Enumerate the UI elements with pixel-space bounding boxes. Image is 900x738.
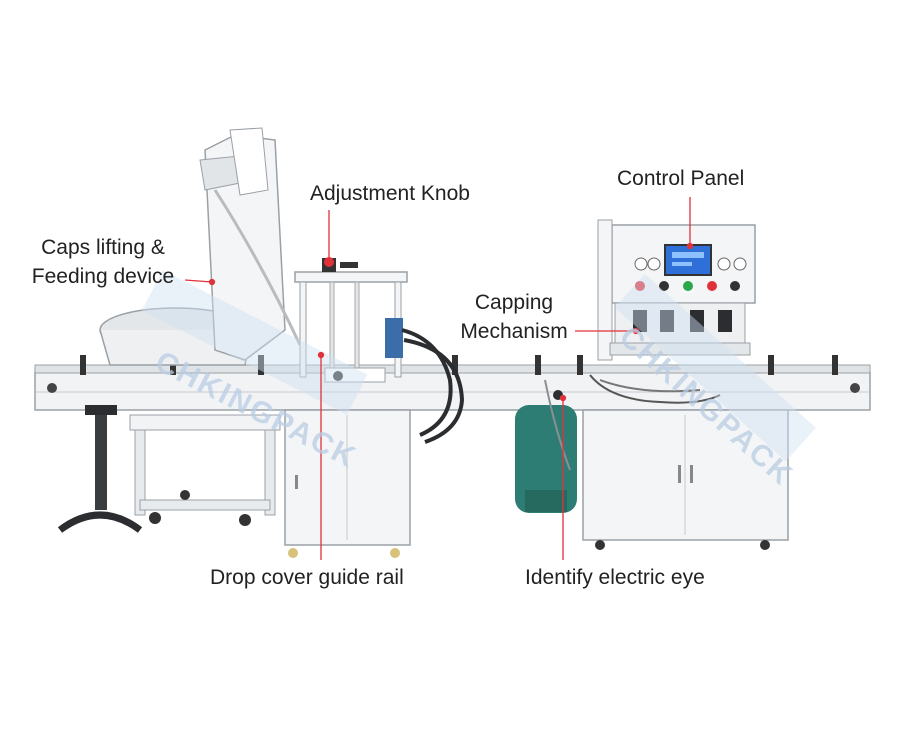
control-panel-label: Control Panel — [617, 167, 745, 190]
capping-mechanism-label-line1: Capping — [474, 291, 554, 314]
air-tank — [515, 405, 577, 513]
drop-cover-guide-rail-label: Drop cover guide rail — [210, 566, 404, 589]
caps-lifting-label-line1: Caps lifting & — [41, 236, 165, 259]
capping-mechanism-label: Capping Mechanism — [454, 290, 574, 345]
caps-lifting-label-line2: Feeding device — [31, 265, 175, 288]
caps-feeding-device — [99, 127, 302, 526]
caps-lifting-label: Caps lifting & Feeding device — [22, 235, 184, 290]
right-capping-machine — [544, 219, 789, 550]
left-pedestal — [57, 405, 143, 533]
leader-lines — [184, 197, 694, 560]
center-frame — [284, 257, 465, 558]
watermark-right — [614, 273, 816, 462]
identify-electric-eye-label: Identify electric eye — [525, 566, 705, 589]
adjustment-knob-label: Adjustment Knob — [310, 182, 470, 205]
capping-mechanism-label-line2: Mechanism — [460, 320, 568, 343]
watermark-left — [142, 270, 368, 415]
